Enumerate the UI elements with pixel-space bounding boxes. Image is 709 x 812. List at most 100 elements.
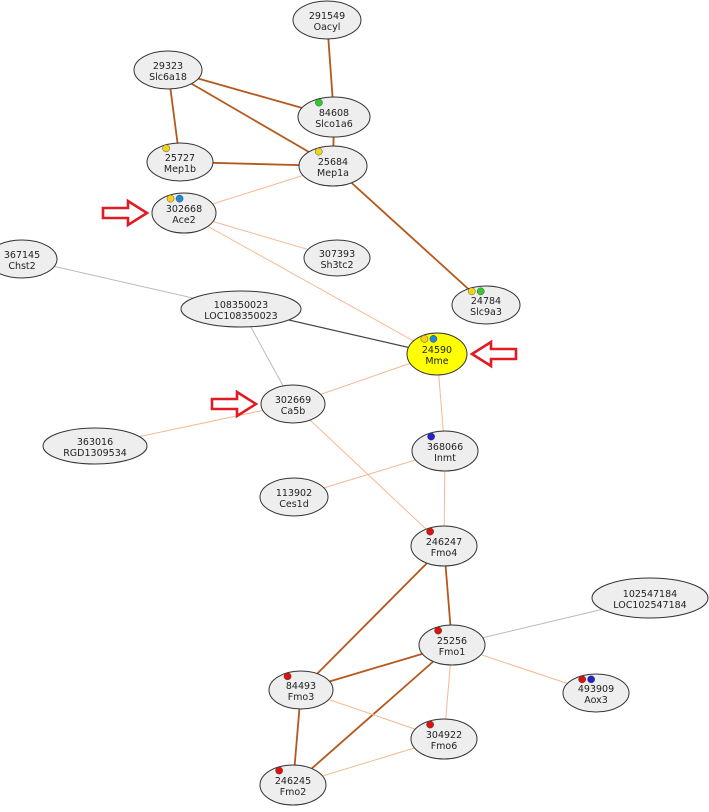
node-ellipse <box>298 145 368 187</box>
node-id-label: 25727 <box>165 153 195 164</box>
red-dot-icon <box>283 672 292 681</box>
edge-n25684-n24784 <box>332 165 487 306</box>
node-ellipse <box>259 477 329 517</box>
node-id-label: 291549 <box>309 11 345 22</box>
node-id-label: 24590 <box>422 345 452 356</box>
node-ellipse <box>410 525 478 567</box>
node-ellipse <box>418 624 486 666</box>
node-id-label: 246247 <box>426 537 462 548</box>
node-symbol-label: Mep1a <box>317 168 349 179</box>
node-symbol-label: Ca5b <box>281 406 306 417</box>
node-id-label: 304922 <box>426 730 462 741</box>
node-symbol-label: Slc9a3 <box>470 307 502 318</box>
yellow-dot-icon <box>467 287 476 296</box>
arrow-to-ace2-icon <box>101 198 150 228</box>
node-ellipse <box>146 142 214 182</box>
node-ellipse <box>591 577 709 619</box>
yellow-dot-icon <box>420 335 429 343</box>
node-symbol-label: Chst2 <box>8 261 35 272</box>
node-symbol-label: Slc6a18 <box>149 72 187 83</box>
node-ellipse <box>0 239 58 279</box>
node-symbol-label: Sh3tc2 <box>320 260 353 271</box>
node-ellipse <box>259 764 327 806</box>
node-id-label: 363016 <box>77 437 113 448</box>
node-id-label: 113902 <box>276 488 312 499</box>
node-ellipse <box>562 673 630 713</box>
yellow-dot-icon <box>166 194 175 203</box>
node-id-label: 102547184 <box>623 589 677 600</box>
node-ellipse <box>260 384 326 424</box>
node-symbol-label: Fmo3 <box>288 692 315 703</box>
node-ellipse <box>42 427 148 465</box>
node-symbol-label: Mme <box>425 356 448 367</box>
navy-dot-icon <box>587 675 595 684</box>
red-dot-icon <box>434 626 442 635</box>
edge-n302668-n24590 <box>183 212 438 355</box>
navy-dot-icon <box>427 432 435 441</box>
node-id-label: 246245 <box>275 776 311 787</box>
node-symbol-label: Fmo1 <box>439 647 466 658</box>
node-ellipse <box>180 290 302 328</box>
yellow-dot-icon <box>314 147 323 156</box>
node-symbol-label: Inmt <box>434 453 456 464</box>
node-id-label: 25684 <box>318 157 348 168</box>
node-id-label: 302668 <box>166 204 202 215</box>
node-symbol-label: Ace2 <box>172 215 195 226</box>
node-symbol-label: Fmo4 <box>431 548 458 559</box>
edge-n246247-n84493 <box>300 545 445 691</box>
arrow-to-ca5b-icon <box>210 389 259 419</box>
red-dot-icon <box>426 527 434 536</box>
node-ellipse <box>406 332 468 376</box>
red-dot-icon <box>426 720 434 729</box>
yellow-dot-icon <box>162 144 170 153</box>
node-ellipse <box>297 96 371 138</box>
node-symbol-label: Fmo6 <box>431 741 458 752</box>
green-dot-icon <box>476 287 485 296</box>
edge-n29323-n25684 <box>167 69 334 167</box>
blue-dot-icon <box>175 194 184 203</box>
node-symbol-label: Aox3 <box>584 695 608 706</box>
red-dot-icon <box>578 675 586 684</box>
node-id-label: 84608 <box>319 108 349 119</box>
node-symbol-label: Mep1b <box>164 164 196 175</box>
arrow-to-mme-icon <box>469 339 518 369</box>
blue-dot-icon <box>429 335 438 343</box>
node-ellipse <box>411 430 479 472</box>
markers-layer <box>101 198 518 419</box>
green-dot-icon <box>315 98 323 107</box>
node-symbol-label: Slco1a6 <box>315 119 353 130</box>
node-id-label: 24784 <box>471 296 501 307</box>
node-id-label: 493909 <box>578 684 614 695</box>
node-ellipse <box>451 285 521 325</box>
node-symbol-label: Fmo2 <box>280 787 307 798</box>
node-symbol-label: Oacyl <box>314 22 341 33</box>
node-ellipse <box>268 670 334 710</box>
node-ellipse <box>292 0 362 40</box>
node-id-label: 29323 <box>153 61 183 72</box>
